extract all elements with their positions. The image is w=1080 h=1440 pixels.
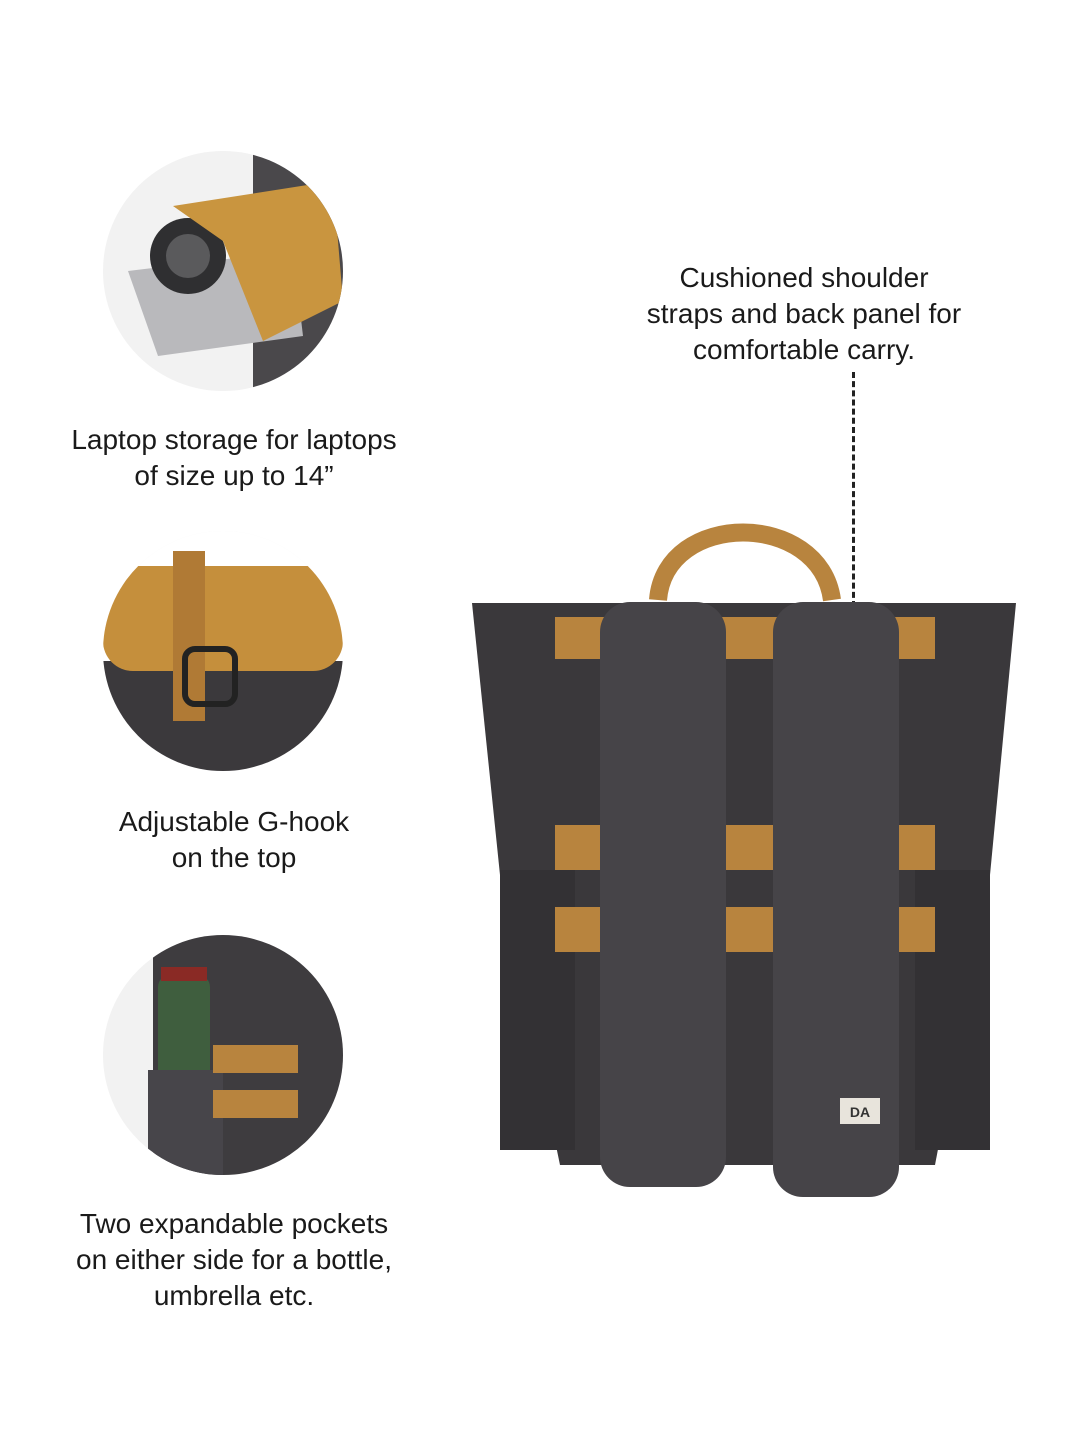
feature-caption-g-hook: Adjustable G-hook on the top [34, 804, 434, 876]
feature-caption-pockets: Two expandable pockets on either side fo… [34, 1206, 434, 1314]
caption-line: on the top [171, 842, 297, 873]
caption-line: on either side for a bottle, [76, 1244, 392, 1275]
laptop-storage-image [103, 151, 343, 391]
g-hook-image [103, 531, 343, 771]
caption-line: straps and back panel for [646, 298, 962, 329]
callout-leader-line [852, 372, 855, 607]
caption-line: comfortable carry. [693, 334, 915, 365]
caption-line: umbrella etc. [153, 1280, 315, 1311]
caption-line: Laptop storage for laptops [71, 424, 397, 455]
caption-line: Cushioned shoulder [679, 262, 929, 293]
caption-line: Adjustable G-hook [118, 806, 350, 837]
backpack-back-view: DA [472, 523, 1016, 1197]
caption-line: of size up to 14” [134, 460, 334, 491]
side-pocket-image [103, 935, 343, 1175]
caption-line: Two expandable pockets [79, 1208, 389, 1239]
brand-label: DA [850, 1104, 870, 1120]
feature-caption-laptop: Laptop storage for laptops of size up to… [34, 422, 434, 494]
callout-caption-straps: Cushioned shoulder straps and back panel… [604, 260, 1004, 368]
